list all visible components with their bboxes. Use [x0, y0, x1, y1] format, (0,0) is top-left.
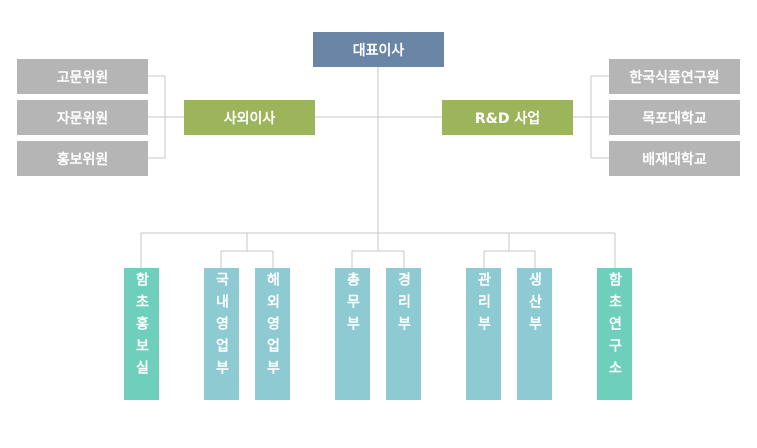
rnd-partner-box: 목포대학교: [609, 100, 740, 135]
department-label: 해외영업부: [264, 272, 281, 382]
advisor-box: 고문위원: [17, 59, 148, 94]
outside-director-box: 사외이사: [184, 100, 315, 135]
ceo-box: 대표이사: [313, 32, 444, 67]
department-box: 관리부: [466, 268, 501, 400]
department-label: 경리부: [395, 272, 412, 338]
department-label: 국내영업부: [213, 272, 230, 382]
rnd-partner-box: 한국식품연구원: [609, 59, 740, 94]
department-label: 함초홍보실: [133, 272, 150, 382]
department-label: 함초연구소: [606, 272, 623, 382]
department-label: 관리부: [475, 272, 492, 338]
department-box: 국내영업부: [204, 268, 239, 400]
advisor-box: 홍보위원: [17, 141, 148, 176]
advisor-box: 자문위원: [17, 100, 148, 135]
department-box: 총무부: [335, 268, 370, 400]
department-box: 생산부: [517, 268, 552, 400]
department-label: 생산부: [526, 272, 543, 338]
department-box: 경리부: [386, 268, 421, 400]
rnd-business-box: R&D 사업: [442, 100, 573, 135]
rnd-partner-box: 배재대학교: [609, 141, 740, 176]
department-box: 함초홍보실: [124, 268, 159, 400]
department-box: 함초연구소: [597, 268, 632, 400]
department-box: 해외영업부: [255, 268, 290, 400]
department-label: 총무부: [344, 272, 361, 338]
